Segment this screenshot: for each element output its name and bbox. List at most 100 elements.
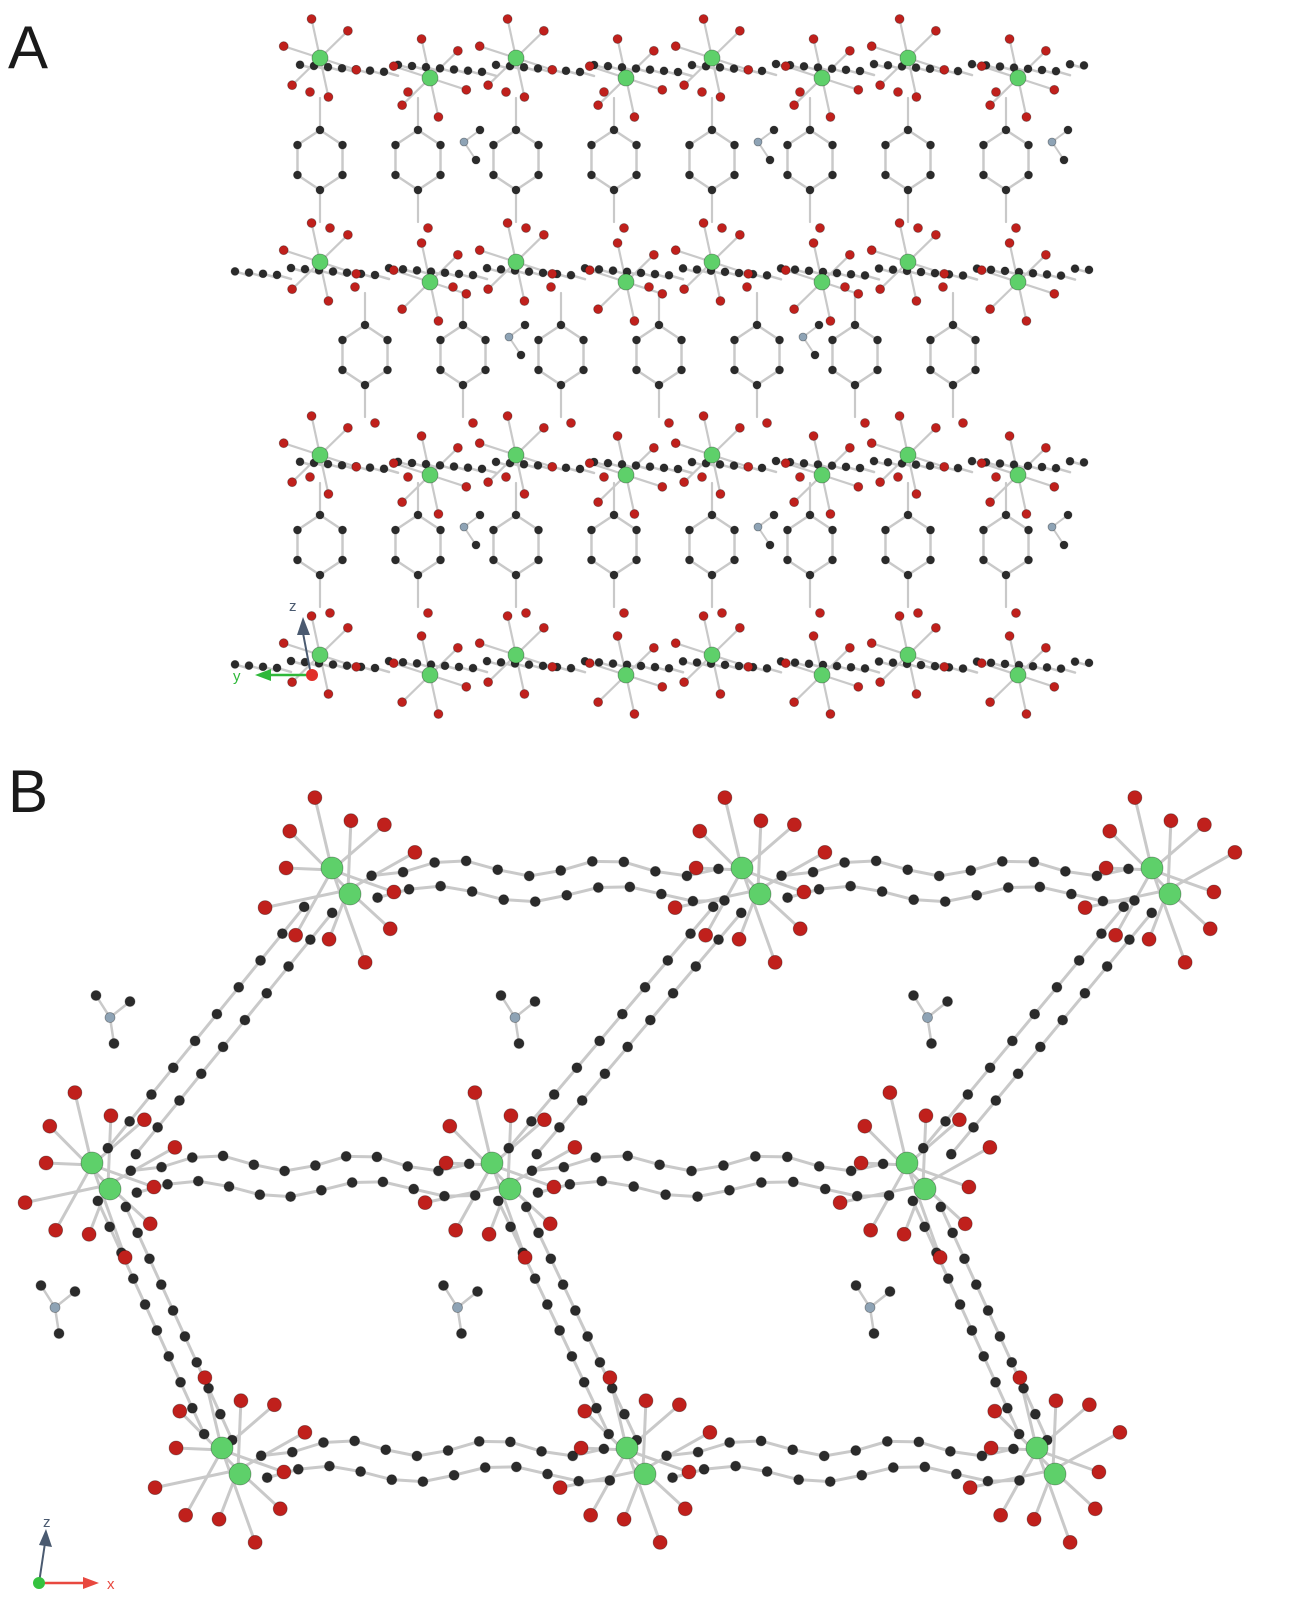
oxygen-atom (307, 790, 323, 806)
carbon-atom (578, 1376, 590, 1388)
carbon-atom (366, 870, 377, 882)
carbon-atom (328, 660, 338, 669)
carbon-atom (925, 461, 935, 471)
carbon-atom (338, 140, 347, 150)
bond (344, 1154, 379, 1159)
carbon-atom (685, 170, 694, 180)
carbon-atom (856, 1469, 868, 1481)
bond (568, 1179, 604, 1186)
carbon-atom (608, 659, 618, 668)
oxygen-atom (547, 268, 558, 279)
oxygen-atom (679, 80, 690, 91)
bond (671, 964, 698, 995)
carbon-atom (556, 380, 566, 390)
metal-atom (730, 856, 754, 880)
oxygen-atom (416, 238, 427, 248)
carbon-atom (636, 268, 646, 278)
carbon-atom (179, 1331, 191, 1342)
oxygen-atom (840, 282, 850, 292)
carbon-atom (566, 270, 576, 280)
oxygen-atom (305, 87, 315, 97)
carbon-atom (130, 1148, 142, 1160)
bond (590, 513, 616, 532)
metal-atom (338, 882, 362, 906)
oxygen-atom (433, 316, 444, 326)
carbon-atom (850, 1445, 862, 1456)
bond (575, 1039, 602, 1070)
oxygen-atom (278, 638, 289, 649)
oxygen-atom (407, 844, 423, 860)
bond (258, 1193, 293, 1199)
oxygen-atom (913, 608, 923, 618)
carbon-atom (468, 663, 478, 673)
bond (657, 323, 683, 342)
bond (966, 1066, 992, 1097)
oxygen-atom (306, 411, 317, 421)
oxygen-atom (1040, 45, 1051, 56)
oxygen-atom (715, 489, 726, 499)
metal-atom (480, 1151, 504, 1175)
carbon-atom (1051, 981, 1063, 993)
bond (808, 558, 834, 577)
oxygen-atom (939, 64, 950, 75)
carbon-atom (592, 882, 604, 893)
oxygen-atom (985, 697, 996, 708)
bond (733, 323, 759, 342)
carbon-atom (757, 463, 767, 473)
oxygen-atom (325, 223, 335, 233)
bond (527, 869, 563, 878)
carbon-atom (167, 1305, 179, 1316)
oxygen-atom (1004, 631, 1015, 641)
oxygen-atom (853, 481, 864, 492)
oxygen-atom (734, 622, 745, 633)
carbon-atom (944, 1445, 956, 1457)
carbon-atom (398, 657, 408, 667)
carbon-atom (132, 1227, 144, 1239)
carbon-atom (315, 185, 325, 195)
carbon-atom (632, 335, 641, 345)
carbon-atom (883, 60, 893, 70)
bond (446, 1439, 481, 1453)
oxygen-atom (567, 1139, 583, 1155)
oxygen-atom (743, 268, 754, 279)
carbon-atom (511, 510, 521, 520)
carbon-atom (293, 555, 302, 565)
oxygen-atom (734, 422, 745, 433)
oxygen-atom (433, 112, 444, 122)
carbon-atom (783, 525, 792, 535)
carbon-atom (293, 525, 302, 535)
oxygen-atom (501, 87, 511, 97)
carbon-atom (659, 66, 669, 76)
carbon-atom (919, 1461, 931, 1473)
carbon-atom (1129, 895, 1140, 906)
carbon-atom (191, 1356, 203, 1368)
carbon-atom (692, 658, 702, 667)
bond (502, 898, 537, 904)
oxygen-atom (697, 87, 707, 97)
carbon-atom (338, 335, 347, 345)
bond (612, 558, 638, 577)
carbon-atom (819, 1183, 831, 1195)
carbon-atom (295, 457, 305, 467)
oxygen-atom (715, 296, 726, 306)
carbon-atom (660, 1189, 672, 1201)
oxygen-atom (1026, 1511, 1042, 1527)
carbon-atom (391, 525, 400, 535)
carbon-atom (533, 1227, 544, 1239)
oxygen-atom (616, 1511, 632, 1527)
carbon-atom (261, 987, 273, 999)
oxygen-atom (323, 92, 334, 102)
bond (1083, 964, 1109, 995)
oxygen-atom (853, 288, 864, 299)
oxygen-atom (172, 1403, 188, 1419)
carbon-atom (881, 170, 890, 180)
bond (949, 1125, 976, 1156)
carbon-atom (561, 889, 573, 901)
carbon-atom (189, 1035, 201, 1047)
oxygen-atom (780, 61, 791, 72)
bond (215, 985, 241, 1016)
bond (283, 1164, 317, 1173)
carbon-atom (491, 457, 501, 467)
oxygen-atom (1102, 823, 1118, 839)
nitrogen-atom (504, 332, 514, 342)
